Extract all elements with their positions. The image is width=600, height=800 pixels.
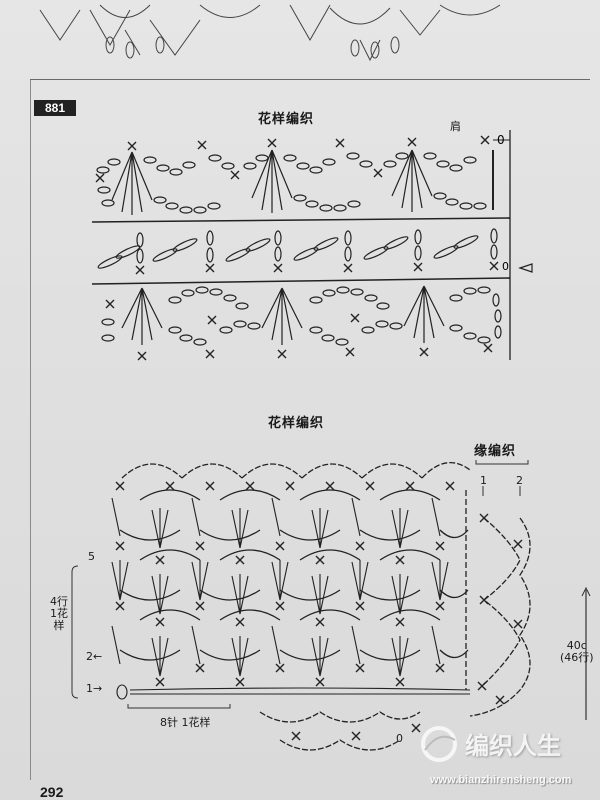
edging-row-2: 2	[516, 474, 523, 487]
watermark-brand: 编织人生	[465, 731, 561, 760]
page-number: 292	[40, 784, 64, 800]
repeat-rows-label: 4行 1花 样	[50, 595, 68, 632]
watermark-url: www.bianzhirensheng.com	[430, 774, 572, 786]
page-margin-line	[30, 80, 31, 780]
chart1-bottom-rows	[101, 285, 502, 361]
edging-title: 缘编织	[474, 444, 517, 459]
svg-text:0: 0	[396, 732, 403, 745]
header-divider	[30, 79, 590, 80]
chart1-top-rows	[95, 135, 510, 215]
chart1-middle-band	[97, 228, 498, 269]
chart2-title: 花样编织	[268, 416, 325, 431]
height-label: 40c (46行)	[560, 639, 594, 664]
edging-row-1: 1	[480, 474, 487, 487]
stitch-chart-2: 0	[71, 460, 591, 751]
chart1-title: 花样编织	[258, 112, 315, 127]
row-start-mark: 0	[497, 133, 505, 147]
pattern-number-badge: 881	[34, 100, 76, 116]
start-arrow-icon	[518, 263, 533, 273]
row-1-label: 1→	[86, 682, 103, 695]
stitch-chart-1: 0 0	[91, 130, 533, 361]
shoulder-label: 肩	[450, 120, 461, 133]
row-5-label: 5	[88, 550, 95, 563]
chart2-chain-arches	[119, 462, 471, 690]
foundation-chain	[116, 684, 471, 700]
brand-logo-icon	[421, 726, 457, 762]
repeat-stitches-label: 8针 1花样	[160, 716, 211, 729]
row-2-label: 2←	[86, 650, 103, 663]
previous-chart-fragment	[39, 4, 501, 62]
edging-chart	[259, 513, 531, 751]
start-mark: 0	[502, 260, 509, 273]
